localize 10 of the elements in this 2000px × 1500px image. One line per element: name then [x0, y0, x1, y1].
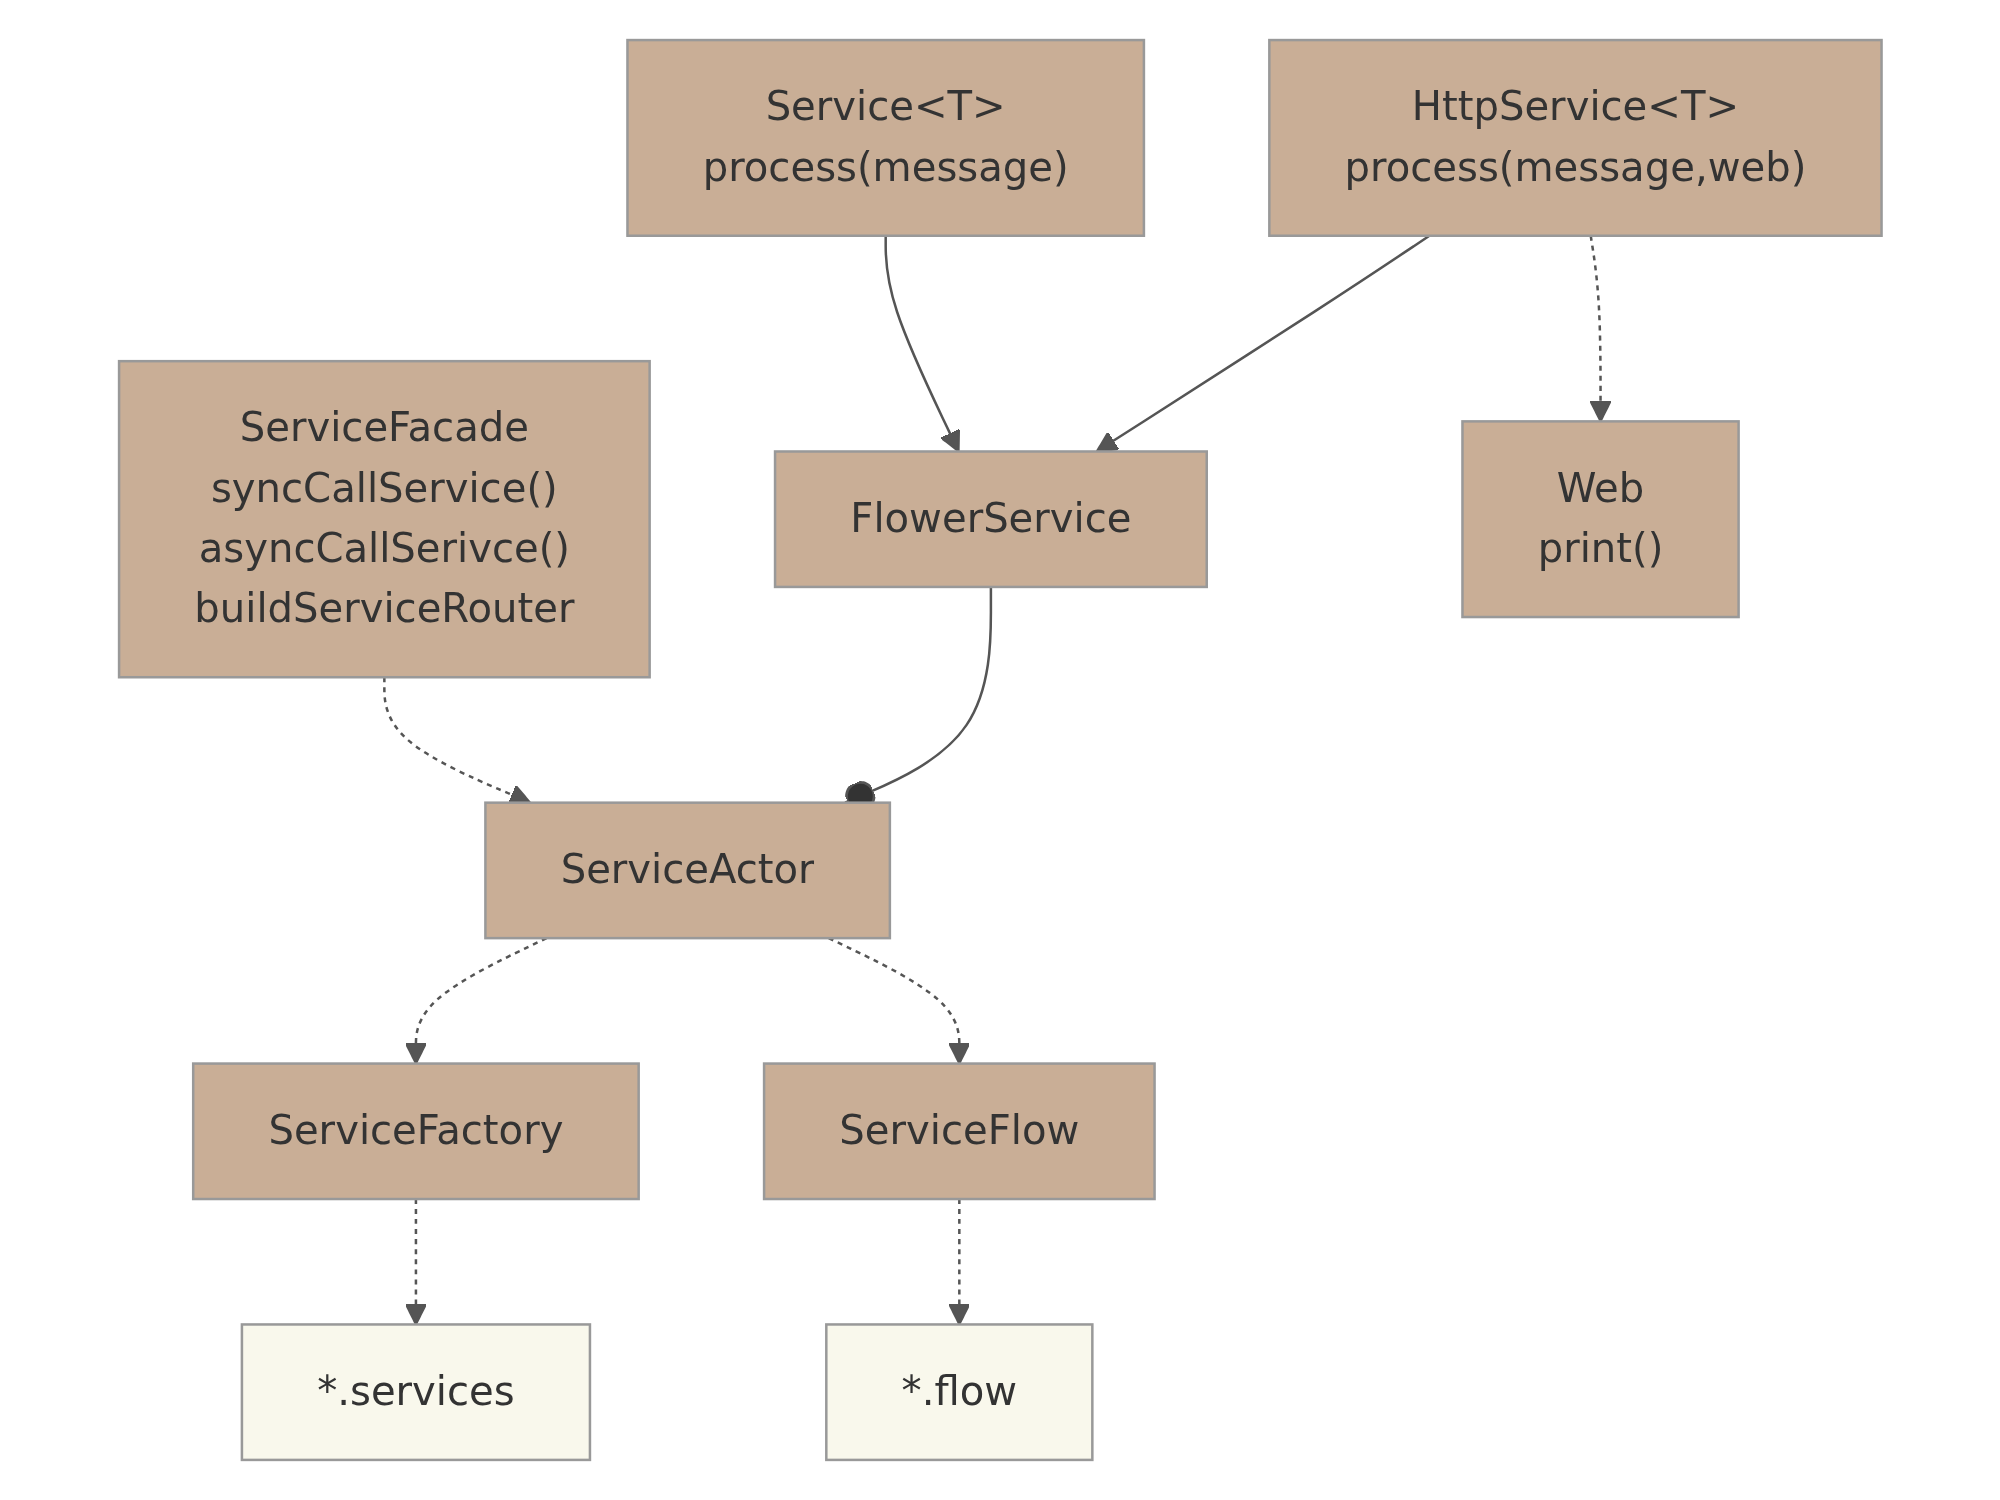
node-box: FlowerService: [773, 450, 1208, 589]
node-box: *.services: [240, 1323, 591, 1462]
node-box: HttpService<T> process(message,web): [1267, 38, 1883, 237]
node-box: Web print(): [1460, 420, 1740, 619]
node-box: ServiceFacade syncCallService() asyncCallSerivce() buildServiceRouter: [117, 359, 651, 679]
node-box: ServiceFlow: [762, 1062, 1156, 1201]
node-box: *.flow: [824, 1323, 1094, 1462]
node-box: ServiceFactory: [191, 1062, 640, 1201]
node-box: Service<T> process(message): [625, 38, 1145, 237]
node-box: ServiceActor: [483, 801, 891, 940]
